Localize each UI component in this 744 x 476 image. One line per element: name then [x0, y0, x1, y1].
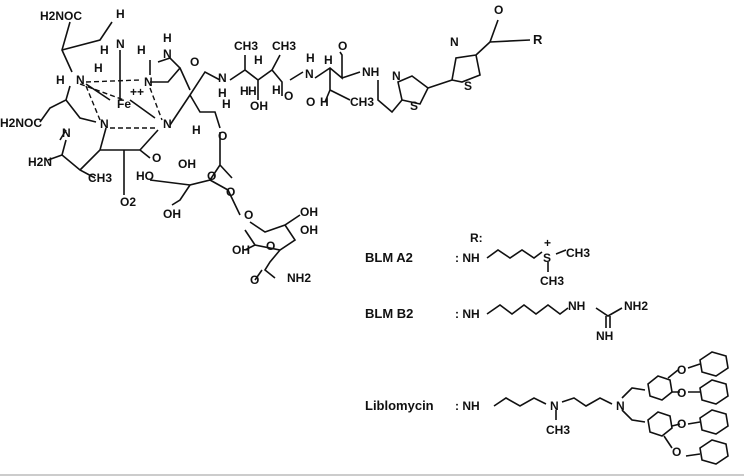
atom-label: O: [677, 386, 686, 400]
variant-name: Liblomycin: [365, 398, 434, 413]
atom-label: NH: [568, 299, 585, 313]
atom-label: H: [254, 53, 263, 67]
variant-blm-a2: BLM A2 : NH S + CH3 CH3: [365, 236, 590, 288]
core-atom-labels: H2NOC H N H H H N H N H N Fe ++ H2NOC N …: [0, 3, 543, 287]
atom-label: HO: [136, 169, 154, 183]
atom-label: H: [163, 31, 172, 45]
atom-label: CH3: [234, 39, 258, 53]
atom-label: N: [100, 117, 109, 131]
atom-label: O: [152, 151, 161, 165]
atom-label: H: [240, 84, 249, 98]
atom-label: N: [450, 35, 459, 49]
atom-label: N: [163, 117, 172, 131]
atom-label: H: [116, 7, 125, 21]
atom-label: NH2: [287, 271, 311, 285]
atom-label: H: [218, 86, 227, 100]
atom-label: OH: [300, 205, 318, 219]
atom-label: H: [192, 123, 201, 137]
atom-label: OH: [178, 157, 196, 171]
core-bonds: [39, 19, 531, 281]
atom-label: H2N: [28, 155, 52, 169]
atom-label: S: [543, 251, 551, 265]
atom-label: N: [116, 37, 125, 51]
atom-label: H: [100, 43, 109, 57]
atom-label: N: [550, 399, 559, 413]
atom-label: CH3: [272, 39, 296, 53]
atom-label: H: [324, 53, 333, 67]
atom-label: O: [672, 445, 681, 459]
atom-label: CH3: [566, 246, 590, 260]
variant-blm-b2: BLM B2 : NH NH NH2 NH: [365, 299, 648, 343]
atom-label: ++: [130, 85, 144, 99]
atom-label: H: [272, 83, 281, 97]
atom-label: CH3: [350, 95, 374, 109]
variant-liblomycin: Liblomycin : NH N CH3 N O O O O: [365, 351, 729, 465]
atom-label: O: [226, 185, 235, 199]
atom-label: O: [677, 363, 686, 377]
atom-label: H: [306, 51, 315, 65]
atom-label: NH: [596, 329, 613, 343]
divider: [0, 474, 744, 476]
atom-label: R: [533, 32, 543, 47]
atom-label: OH: [163, 207, 181, 221]
atom-label: O: [284, 89, 293, 103]
atom-label: O: [306, 95, 315, 109]
atom-label: H: [137, 43, 146, 57]
atom-label: O: [677, 417, 686, 431]
atom-label: O: [494, 3, 503, 17]
atom-label: O: [250, 273, 259, 287]
atom-label: N: [62, 126, 71, 140]
atom-label: CH3: [540, 274, 564, 288]
atom-label: H: [94, 61, 103, 75]
benzene-rings: [647, 351, 729, 465]
atom-label: O: [190, 55, 199, 69]
atom-label: N: [163, 47, 172, 61]
atom-label: H: [222, 97, 231, 111]
atom-label: N: [144, 75, 153, 89]
atom-label: OH: [250, 99, 268, 113]
atom-label: N: [392, 69, 401, 83]
variant-prefix: : NH: [455, 307, 480, 321]
atom-label: O: [207, 169, 216, 183]
variant-prefix: : NH: [455, 251, 480, 265]
atom-label: OH: [232, 243, 250, 257]
atom-label: O: [266, 239, 275, 253]
atom-label: H2NOC: [0, 116, 42, 130]
atom-label: H: [248, 84, 257, 98]
atom-label: OH: [300, 223, 318, 237]
atom-label: N: [616, 399, 625, 413]
atom-label: Fe: [117, 97, 131, 111]
atom-label: O: [218, 129, 227, 143]
atom-label: NH: [362, 65, 379, 79]
atom-label: N: [76, 73, 85, 87]
atom-label: CH3: [88, 171, 112, 185]
atom-label: H: [320, 95, 329, 109]
atom-label: CH3: [546, 423, 570, 437]
r-group-heading: R:: [470, 231, 483, 245]
atom-label: NH2: [624, 299, 648, 313]
variant-name: BLM B2: [365, 306, 413, 321]
atom-label: O: [338, 39, 347, 53]
atom-label: S: [464, 79, 472, 93]
atom-label: O2: [120, 195, 136, 209]
atom-label: +: [544, 236, 551, 250]
atom-label: H2NOC: [40, 9, 82, 23]
variant-prefix: : NH: [455, 399, 480, 413]
atom-label: H: [56, 73, 65, 87]
variant-name: BLM A2: [365, 250, 413, 265]
atom-label: O: [244, 208, 253, 222]
atom-label: N: [305, 67, 314, 81]
atom-label: S: [410, 99, 418, 113]
atom-label: N: [218, 71, 227, 85]
